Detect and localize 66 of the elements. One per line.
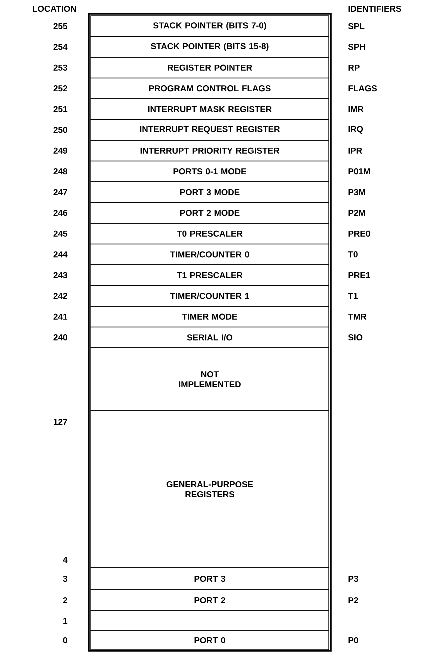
register-row: PORTS 0-1 MODE [90, 160, 330, 182]
register-row: PORT 3 MODE [90, 182, 330, 204]
register-row: TIMER MODE [90, 306, 330, 328]
location-number: 249 [54, 148, 68, 154]
identifier-label: FLAGS [348, 86, 377, 92]
identifier-label: IRQ [348, 126, 364, 134]
register-row: INTERRUPT PRIORITY REGISTER [90, 140, 330, 162]
register-row [90, 610, 330, 632]
location-number: 241 [54, 314, 68, 320]
register-row: GENERAL-PURPOSE REGISTERS [90, 410, 330, 568]
identifier-label: P3M [348, 189, 366, 196]
location-number: 4 [63, 557, 68, 563]
location-number: 1 [64, 618, 68, 624]
memory-map-frame [88, 13, 332, 652]
register-row: T1 PRESCALER [90, 264, 330, 286]
register-row: REGISTER POINTER [90, 57, 330, 79]
location-number: 2 [63, 598, 68, 604]
identifier-label: P2M [348, 210, 366, 216]
location-number: 243 [54, 272, 68, 278]
location-number: 247 [54, 189, 68, 196]
identifier-label: SIO [348, 334, 363, 341]
location-number: 248 [54, 168, 68, 175]
register-row: PROGRAM CONTROL FLAGS [90, 78, 330, 100]
location-number: 250 [54, 127, 68, 134]
location-number: 240 [54, 334, 68, 341]
identifier-label: P3 [348, 576, 358, 582]
location-number: 244 [54, 252, 68, 258]
identifier-label: P2 [348, 598, 358, 604]
identifier-label: T0 [348, 252, 358, 258]
identifier-label: PRE1 [348, 272, 370, 278]
register-row: NOT IMPLEMENTED [90, 348, 330, 412]
register-row: TIMER/COUNTER 0 [90, 244, 330, 266]
identifier-label: P01M [348, 168, 370, 175]
identifier-label: P0 [348, 637, 358, 644]
location-number: 127 [54, 419, 68, 425]
identifier-label: SPH [348, 44, 366, 50]
location-number: 253 [54, 64, 68, 71]
register-row: INTERRUPT MASK REGISTER [90, 98, 330, 120]
location-number: 245 [54, 230, 68, 237]
location-number: 254 [54, 44, 68, 50]
identifier-label: IPR [348, 148, 362, 154]
location-number: 242 [54, 293, 68, 300]
register-row: T0 PRESCALER [90, 223, 330, 245]
register-row: TIMER/COUNTER 1 [90, 285, 330, 307]
identifier-label: T1 [348, 293, 358, 300]
register-row: PORT 2 MODE [90, 202, 330, 224]
location-number: 0 [63, 637, 68, 644]
location-number: 251 [54, 106, 68, 112]
register-row: SERIAL I/O [90, 326, 330, 348]
location-number: 246 [54, 210, 68, 216]
register-row: STACK POINTER (BITS 7-0) [90, 16, 330, 38]
register-row: INTERRUPT REQUEST REGISTER [90, 119, 330, 141]
register-row: PORT 0 [90, 630, 330, 650]
identifier-label: SPL [348, 23, 365, 30]
register-row: STACK POINTER (BITS 15-8) [90, 36, 330, 58]
identifier-label: PRE0 [348, 230, 370, 237]
location-number: 255 [54, 23, 68, 30]
column-heading: IDENTIFIERS [348, 6, 402, 12]
identifier-label: RP [348, 64, 360, 71]
location-number: 3 [63, 576, 68, 582]
column-heading: LOCATION [33, 6, 76, 12]
identifier-label: TMR [348, 314, 367, 320]
identifier-label: IMR [348, 106, 364, 112]
register-row: PORT 3 [90, 568, 330, 590]
register-row: PORT 2 [90, 590, 330, 612]
location-number: 252 [54, 86, 68, 92]
